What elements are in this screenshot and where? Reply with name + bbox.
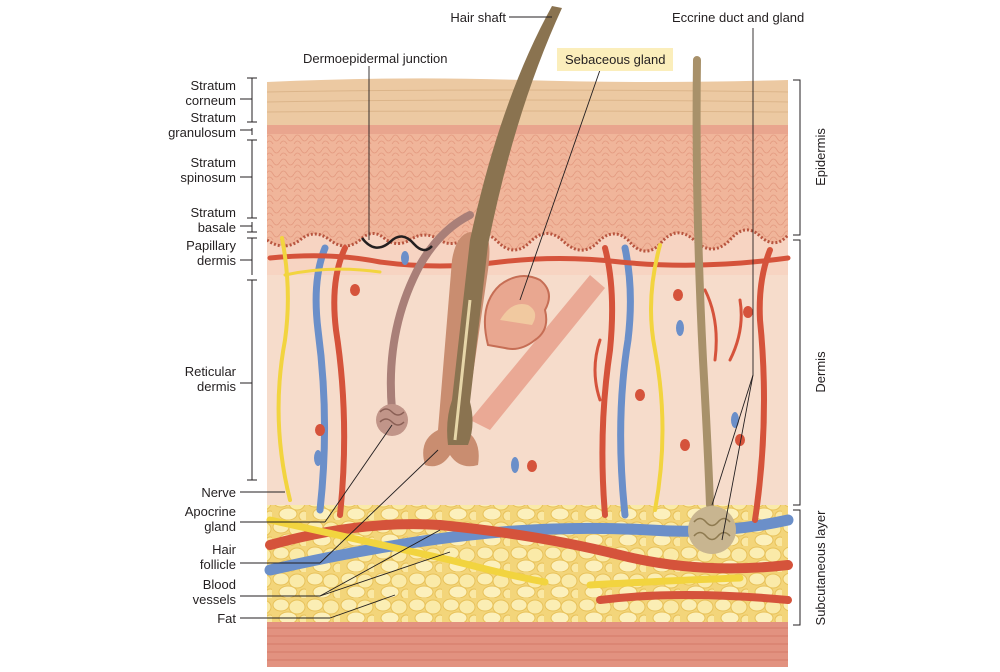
label-epidermis: Epidermis [813,128,828,186]
stratum-granulosum-layer [267,124,788,134]
label-line: Stratum [190,205,236,220]
label-line: basale [197,220,236,235]
label-nerve: Nerve [201,485,236,500]
label-line: spinosum [180,170,236,185]
label-hair-follicle: Hair follicle [130,542,236,572]
label-line: granulosum [168,125,236,140]
label-line: Papillary [186,238,236,253]
apocrine-gland-shape [376,404,408,436]
label-blood-vessels: Blood vessels [130,577,236,607]
label-eccrine-duct-gland: Eccrine duct and gland [672,10,805,25]
label-dermis: Dermis [813,351,828,393]
label-line: dermis [196,253,236,268]
label-line: Blood [202,577,236,592]
label-dermoepidermal-junction: Dermoepidermal junction [303,51,448,66]
right-brackets [793,79,801,626]
label-line: Stratum [190,155,236,170]
label-stratum-corneum: Stratum corneum [130,78,236,108]
label-line: Hair [212,542,236,557]
stratum-spinosum-layer [267,132,788,252]
left-brackets [240,77,257,481]
dermoepidermal-junction-line [361,235,433,252]
label-hair-shaft: Hair shaft [450,10,506,25]
label-line: follicle [199,557,236,572]
label-line: Stratum [190,110,236,125]
label-line: Stratum [190,78,236,93]
label-fat: Fat [217,611,236,626]
label-line: dermis [196,379,236,394]
label-apocrine-gland: Apocrine gland [130,504,236,534]
eccrine-duct-shape [692,56,714,509]
label-line: Reticular [184,364,236,379]
label-papillary-dermis: Papillary dermis [130,238,236,268]
label-reticular-dermis: Reticular dermis [130,364,236,394]
label-subcutaneous-layer: Subcutaneous layer [813,510,828,626]
leader-lines [240,16,754,619]
label-sebaceous-gland: Sebaceous gland [557,48,674,71]
label-line: vessels [192,592,236,607]
label-line: corneum [185,93,236,108]
hair-shaft-shape [447,6,562,445]
label-line: Apocrine [184,504,236,519]
eccrine-gland-shape [688,506,736,554]
label-stratum-basale: Stratum basale [130,205,236,235]
nerves [266,236,744,589]
muscle-layer [267,622,788,667]
arrector-pili-muscle [470,275,605,430]
label-line: gland [204,519,236,534]
label-stratum-spinosum: Stratum spinosum [130,155,236,185]
label-stratum-granulosum: Stratum granulosum [130,110,236,140]
